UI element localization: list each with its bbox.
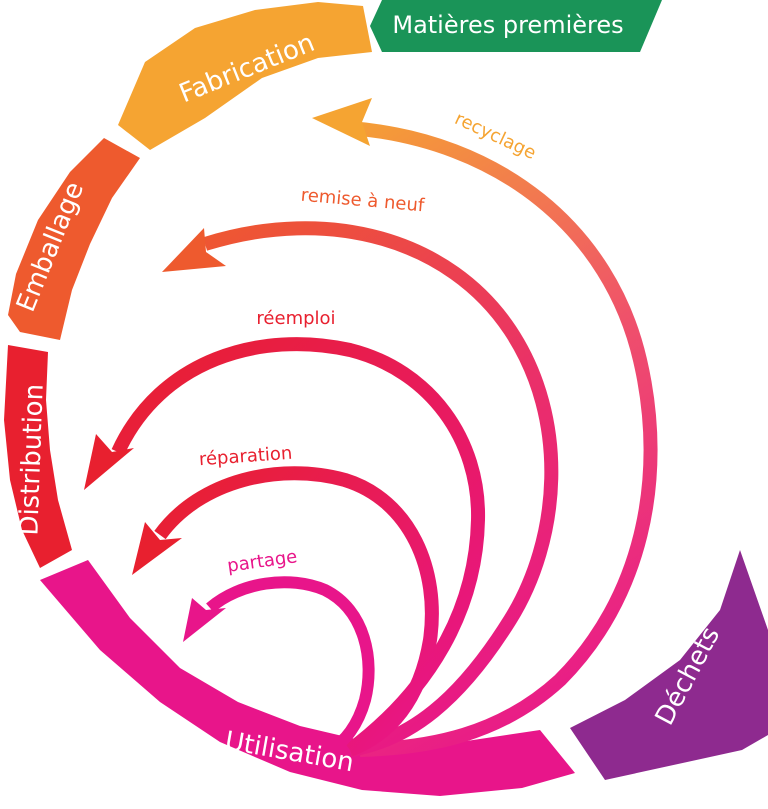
segment-distribution: [4, 345, 72, 568]
loop-repair: [154, 466, 439, 757]
loop-sharing: [206, 576, 375, 756]
loop-sharing-arrowhead: [183, 598, 226, 642]
segment-use: [40, 560, 575, 796]
label-sharing: partage: [226, 546, 299, 577]
label-distribution: Distribution: [14, 383, 49, 536]
label-repair: réparation: [198, 443, 293, 470]
segment-packaging: [8, 138, 140, 340]
segment-waste: [570, 550, 768, 780]
loop-recycling: [349, 121, 658, 757]
label-raw-materials: Matières premières: [392, 11, 623, 39]
loop-refurbish: [202, 221, 559, 757]
loop-recycling-arrowhead: [312, 98, 372, 146]
loop-refurbish-arrowhead: [162, 228, 226, 272]
segment-raw-materials: [370, 0, 662, 52]
label-refurbish: remise à neuf: [300, 185, 426, 217]
loop-reuse: [111, 337, 486, 756]
loop-repair-arrowhead: [132, 522, 182, 575]
segment-manufacturing: [118, 2, 372, 150]
label-reuse: réemploi: [256, 308, 335, 329]
loop-reuse-arrowhead: [84, 434, 134, 490]
